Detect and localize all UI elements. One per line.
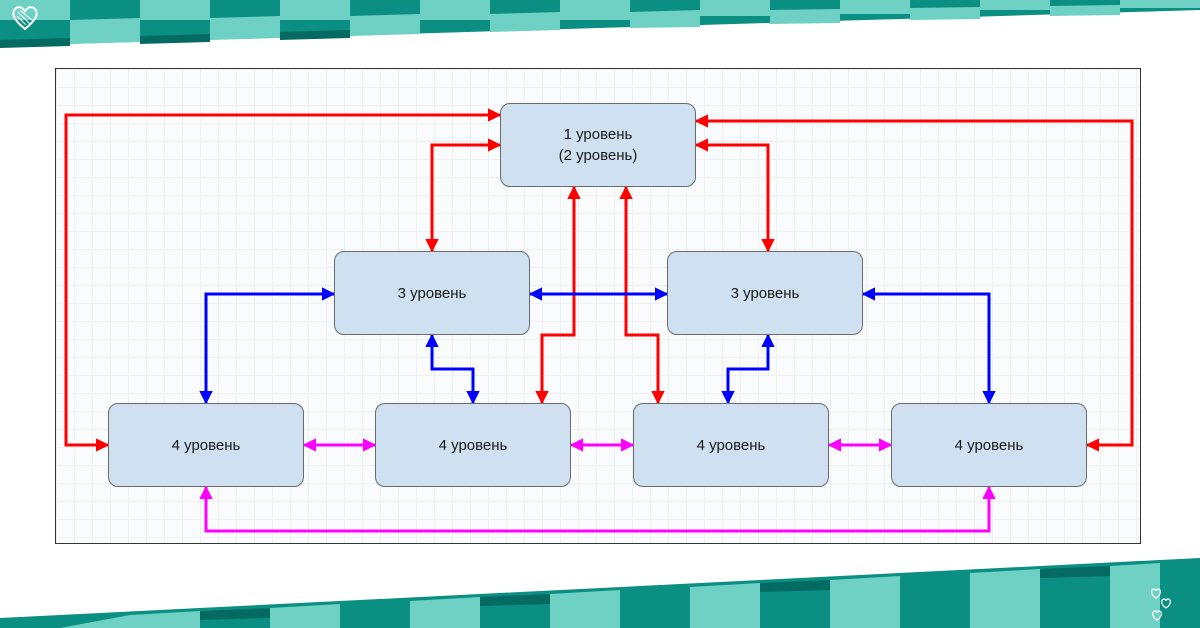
connector-level3-left-to-level4-b [425,333,480,405]
diagram-connections [64,108,1134,533]
hierarchy-diagram: 1 уровень (2 уровень) 3 уровень 3 уровен… [55,68,1141,544]
node-level4-a: 4 уровень [108,403,304,487]
node-level4-b: 4 уровень [375,403,571,487]
connector-level1-to-level4-c [619,185,665,405]
connector-level3-left-to-level4-a [199,287,336,405]
node-level4-c: 4 уровень [633,403,829,487]
node-level1: 1 уровень (2 уровень) [500,103,696,187]
connector-level3-right-to-level4-d [861,287,996,405]
bottom-checkered-band [0,558,1200,628]
node-level4-d: 4 уровень [891,403,1087,487]
connector-level4-a-to-level4-d [199,485,996,533]
node-level3-left: 3 уровень [334,251,530,335]
connector-level1-to-level4-a [64,108,502,452]
connector-level1-to-level3-right [694,138,775,253]
top-checkered-band [0,0,1200,48]
connector-level3-right-to-level4-c [721,333,775,405]
connector-level1-to-level3-left [425,138,502,253]
heart-icon [12,6,38,31]
connector-level1-to-level4-b [535,185,581,405]
connector-level1-to-level4-d [694,114,1134,452]
hearts-icon [1150,588,1172,621]
node-level3-right: 3 уровень [667,251,863,335]
